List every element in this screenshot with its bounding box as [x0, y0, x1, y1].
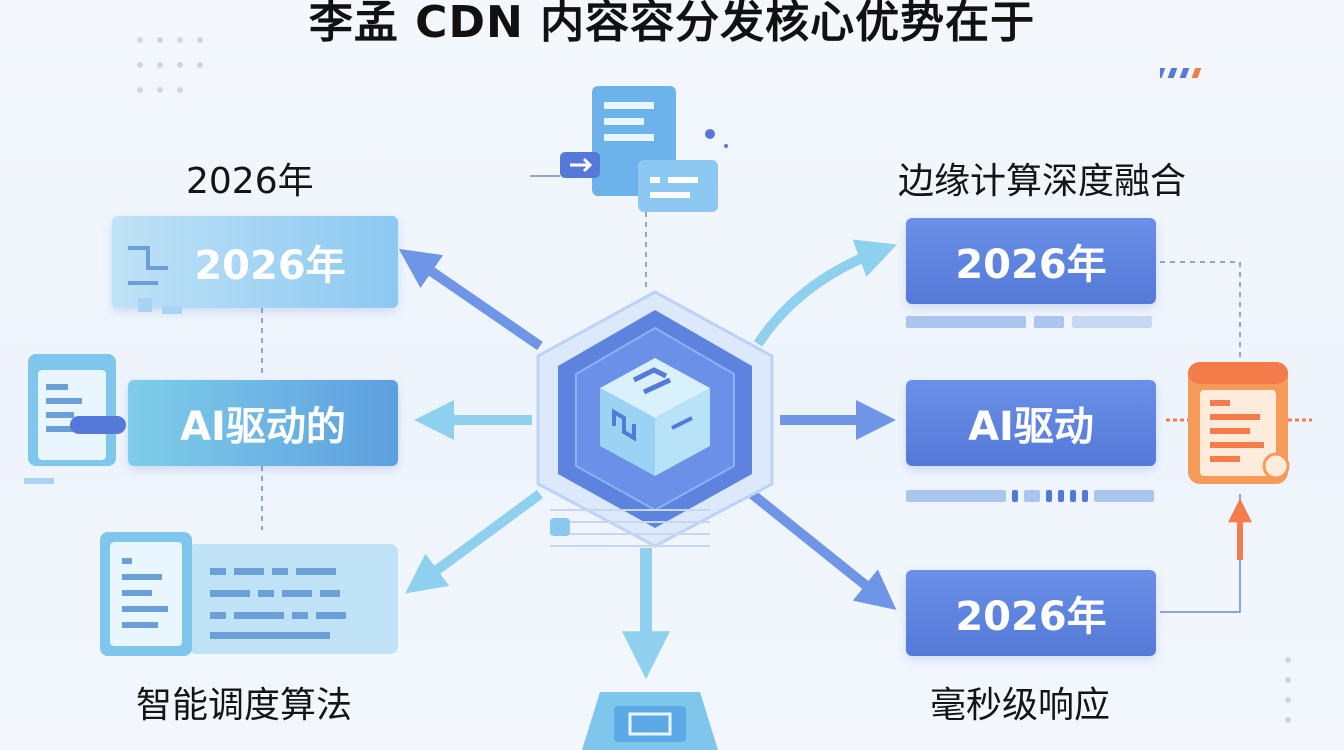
caption-top-right: 边缘计算深度融合: [898, 161, 1187, 202]
left-box-top-label: 2026年: [194, 243, 346, 289]
left-box-middle: AI驱动的: [128, 380, 398, 466]
left-box-top: 2026年: [112, 216, 398, 308]
caption-top-left: 2026年: [186, 161, 314, 202]
file-icon: [24, 354, 126, 484]
circuit-icon: [128, 246, 182, 314]
right-box-bottom-label: 2026年: [955, 594, 1107, 640]
dot-column-decoration: [1285, 657, 1291, 723]
right-box-top: 2026年: [906, 218, 1156, 304]
right-box-top-label: 2026年: [955, 242, 1107, 288]
layer-lines-decoration: [550, 509, 710, 547]
right-box-middle: AI驱动: [906, 380, 1156, 466]
right-progress-bar-middle: [906, 490, 1156, 502]
orange-document-icon: [1166, 362, 1312, 484]
right-box-middle-label: AI驱动: [968, 404, 1094, 450]
left-box-middle-label: AI驱动的: [180, 404, 346, 450]
document-icon: [530, 86, 728, 212]
stripe-decoration: [1160, 68, 1202, 78]
keyboard-panel-icon: [100, 532, 398, 656]
dot-grid-decoration: [137, 37, 203, 93]
page-title: 李孟 CDN 内容容分发核心优势在于: [308, 0, 1036, 48]
caption-bottom-right: 毫秒级响应: [930, 685, 1111, 726]
caption-bottom-left: 智能调度算法: [136, 685, 353, 726]
right-box-bottom: 2026年: [906, 570, 1156, 656]
bottom-node-icon: [582, 692, 718, 750]
right-progress-bar-top: [906, 316, 1156, 328]
